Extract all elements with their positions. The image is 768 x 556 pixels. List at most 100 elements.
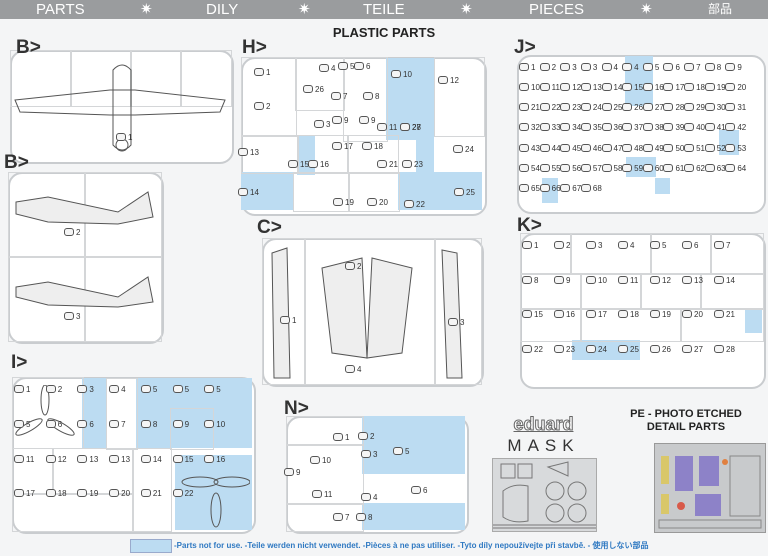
part-number: 8 — [375, 92, 380, 101]
part-number: 12 — [662, 275, 671, 285]
part-shape — [254, 68, 264, 76]
part-number: 2 — [57, 385, 63, 394]
part-number: 11 — [389, 123, 398, 132]
part-shape — [539, 103, 550, 112]
part-shape — [519, 183, 529, 192]
part-number: 19 — [716, 83, 726, 93]
part-shape — [64, 312, 74, 320]
part-shape — [438, 76, 448, 84]
part-number: 9 — [371, 116, 376, 125]
part-number: 4 — [634, 63, 639, 72]
part-shape — [704, 163, 715, 172]
unused-part-highlight — [362, 416, 465, 444]
part-number: 27 — [412, 123, 421, 132]
header-star: ✷ — [298, 1, 311, 18]
part-shape — [172, 454, 183, 463]
part-number: 22 — [184, 489, 194, 499]
part-number: 3 — [572, 63, 577, 72]
part-shape — [204, 419, 215, 428]
part-shape — [64, 228, 74, 236]
part-number: 1 — [345, 433, 350, 442]
part-number: 2 — [357, 262, 362, 271]
part-shape — [684, 103, 695, 112]
part-number: 49 — [654, 143, 664, 153]
part-shape — [663, 103, 674, 112]
part-shape — [204, 385, 215, 393]
part-number: 13 — [694, 275, 703, 285]
sprue-runner — [52, 448, 134, 495]
sprue-label: K> — [517, 215, 542, 236]
header-pieces: PIECES — [529, 1, 585, 18]
header-star: ✷ — [140, 1, 153, 18]
part-shape — [109, 489, 120, 498]
part-number: 24 — [592, 103, 602, 113]
part-shape — [14, 489, 24, 498]
part-number: 2 — [551, 63, 557, 72]
part-shape — [682, 310, 692, 318]
part-number: 21 — [152, 489, 162, 499]
part-number: 63 — [716, 163, 726, 173]
part-number: 2 — [266, 102, 271, 111]
part-number: 25 — [630, 344, 639, 354]
part-number: 36 — [613, 123, 623, 133]
part-shape — [522, 275, 532, 284]
part-number: 31 — [737, 103, 747, 113]
part-shape — [356, 513, 366, 521]
part-shape — [254, 102, 264, 110]
sprue-runner — [286, 503, 364, 532]
part-number: 3 — [598, 241, 603, 250]
part-shape — [684, 163, 695, 172]
part-shape — [332, 116, 342, 124]
part-number: 13 — [250, 148, 259, 157]
part-shape — [519, 103, 529, 112]
part-number: 54 — [531, 163, 540, 173]
part-number: 4 — [630, 241, 635, 250]
part-shape — [359, 116, 369, 124]
part-shape — [308, 160, 318, 168]
part-shape — [601, 163, 612, 172]
part-number: 20 — [737, 83, 747, 93]
part-number: 22 — [416, 200, 425, 209]
part-shape — [14, 419, 24, 428]
unused-part-highlight — [362, 503, 465, 530]
part-shape — [454, 188, 464, 196]
part-shape — [554, 310, 564, 318]
part-shape — [663, 143, 674, 152]
part-shape — [331, 92, 341, 100]
sprue-frame-B1 — [10, 50, 234, 164]
photo-etched-fret — [654, 443, 766, 533]
part-shape — [358, 432, 368, 440]
sprue-runner — [180, 50, 232, 107]
part-shape — [333, 198, 343, 206]
part-shape — [622, 143, 633, 152]
part-number: 6 — [423, 486, 428, 495]
propeller-unused-drawing — [181, 476, 250, 528]
part-shape — [345, 365, 355, 373]
part-shape — [642, 103, 653, 112]
part-number: 55 — [551, 163, 561, 173]
part-number: 45 — [572, 143, 582, 153]
sprue-runner — [570, 233, 652, 275]
header-dily: DILY — [206, 1, 239, 18]
part-number: 19 — [662, 310, 671, 319]
part-number: 18 — [374, 142, 383, 151]
part-shape — [586, 344, 596, 353]
part-number: 28 — [726, 344, 735, 354]
part-shape — [140, 489, 151, 498]
part-number: 5 — [26, 419, 31, 429]
part-shape — [560, 163, 571, 172]
part-number: 6 — [694, 241, 699, 250]
part-shape — [338, 62, 348, 70]
part-number: 2 — [76, 228, 81, 237]
part-shape — [303, 85, 313, 93]
part-shape — [522, 344, 532, 353]
part-number: 18 — [57, 489, 67, 499]
part-number: 17 — [344, 142, 353, 151]
part-shape — [109, 419, 120, 428]
part-number: 5 — [184, 385, 190, 394]
unused-part-highlight — [386, 58, 434, 108]
part-shape — [663, 83, 674, 92]
part-number: 25 — [613, 103, 623, 113]
part-shape — [622, 103, 633, 112]
part-number: 8 — [152, 419, 158, 429]
